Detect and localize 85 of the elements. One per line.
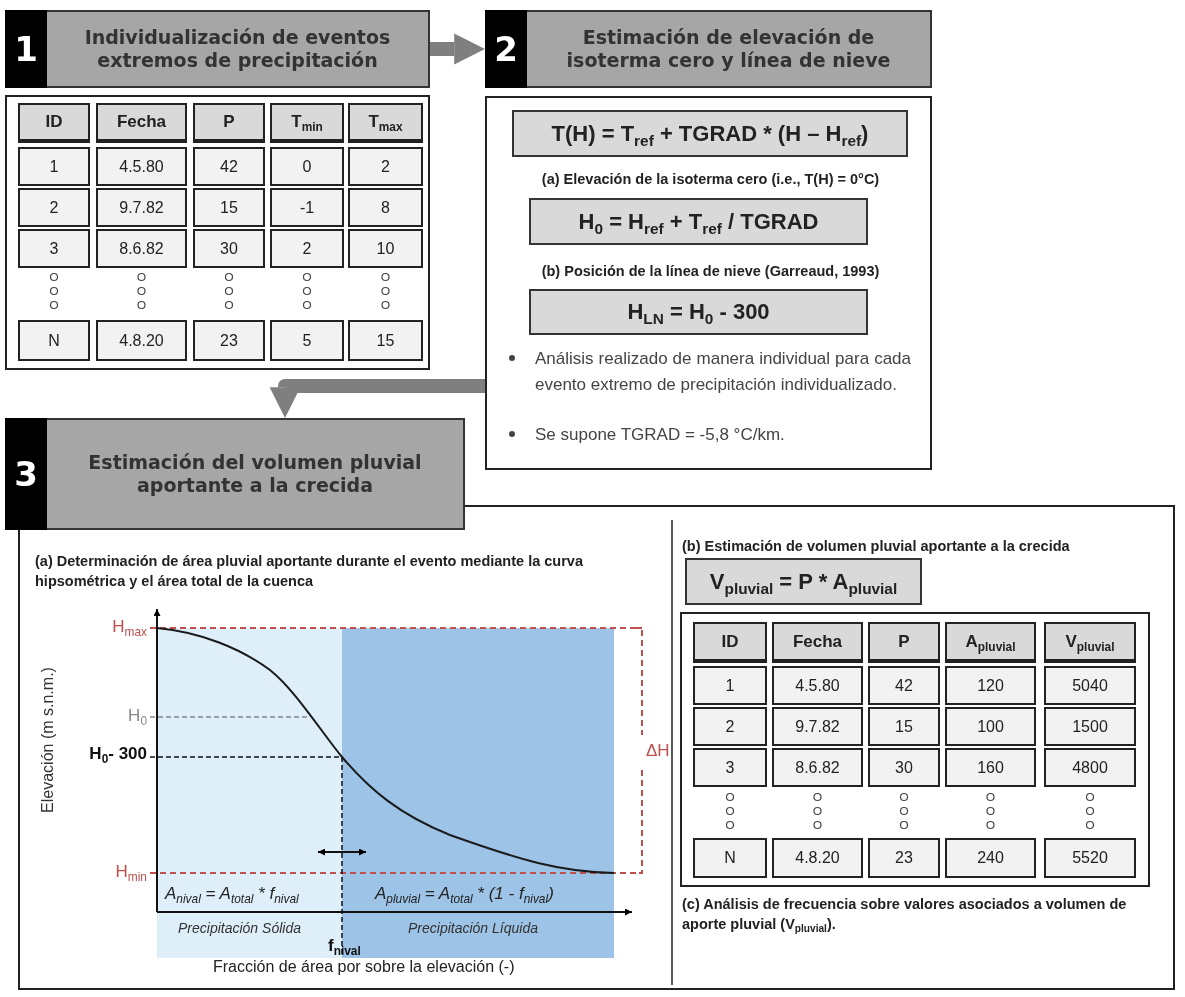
table-cell: 3 (18, 229, 90, 268)
column-header: T$_{min}$ (270, 103, 344, 143)
column-header: P (193, 103, 265, 143)
table-cell: 15 (193, 188, 265, 227)
table-cell: 1 (693, 666, 767, 705)
column-header: Fecha (772, 622, 863, 663)
step-header-bar (5, 10, 430, 88)
table-cell: 2 (693, 707, 767, 746)
bullet-text: Se supone TGRAD = -5,8 °C/km. (535, 424, 786, 446)
column-header: ID (18, 103, 90, 143)
table-cell: 9.7.82 (96, 188, 187, 227)
flow-arrow (430, 33, 485, 65)
column-header: V$_{pluvial}$ (1044, 622, 1136, 663)
chart-label: Precipitación Líquida (408, 920, 538, 936)
table-cell: 4.8.20 (96, 320, 187, 361)
chart-label: f$_{nival}$ (328, 936, 361, 956)
table-cell: 23 (193, 320, 265, 361)
table-cell: 120 (945, 666, 1036, 705)
table-cell: 5 (270, 320, 344, 361)
step-number-badge: 2 (485, 10, 527, 88)
table-cell: 160 (945, 748, 1036, 787)
column-header: T$_{max}$ (348, 103, 423, 143)
table-cell: 4.8.20 (772, 838, 863, 878)
step-header-bar (5, 418, 465, 530)
table-cell: 1 (18, 147, 90, 186)
step-header-bar (485, 10, 932, 88)
column-header: Fecha (96, 103, 187, 143)
formula-box: H$_{LN}$ = H$_{0}$ - 300 (529, 289, 868, 335)
column-header: P (868, 622, 940, 663)
step-title: Estimación de elevación de isoterma cero y línea de nieve (565, 26, 892, 72)
table-cell: 1500 (1044, 707, 1136, 746)
section-heading: (a) Determinación de área pluvial aportante durante el evento mediante la curva hipsométrica y el área total de la cuenca (35, 552, 584, 591)
table-cell: 2 (270, 229, 344, 268)
section-heading: (b) Posición de la línea de nieve (Garreaud, 1993) (540, 262, 881, 281)
chart-label: Elevación (m s.n.m.) (39, 667, 57, 813)
table-cell: N (18, 320, 90, 361)
chart-label: A$_{nival}$ = A$_{total}$ * f$_{nival}$ (165, 884, 299, 904)
table-cell: -1 (270, 188, 344, 227)
table-cell: 15 (868, 707, 940, 746)
table-cell: 4800 (1044, 748, 1136, 787)
table-cell: 8 (348, 188, 423, 227)
chart-label: Fracción de área por sobre la elevación (-) (213, 958, 515, 976)
chart-label: A$_{pluvial}$ = A$_{total}$ * (1 - f$_{nival}$) (375, 884, 554, 904)
table-cell: N (693, 838, 767, 878)
table-cell: 5040 (1044, 666, 1136, 705)
table-cell: 42 (193, 147, 265, 186)
table-cell: 100 (945, 707, 1036, 746)
table-cell: 8.6.82 (772, 748, 863, 787)
table-cell: 9.7.82 (772, 707, 863, 746)
table-cell: 240 (945, 838, 1036, 878)
section-heading: (c) Análisis de frecuencia sobre valores asociados a volumen de aporte pluvial (V$_{pluvial}$). (682, 895, 1128, 935)
table-cell: 8.6.82 (96, 229, 187, 268)
step-number-badge: 1 (5, 10, 47, 88)
formula-box: V$_{pluvial}$ = P * A$_{pluvial}$ (685, 558, 922, 605)
table-cell: 15 (348, 320, 423, 361)
chart-label: H$_{0}$- 300 (89, 744, 147, 764)
panel-frame (485, 96, 932, 470)
step-title: Estimación del volumen pluvial aportante a la crecida (87, 451, 423, 497)
column-header: A$_{pluvial}$ (945, 622, 1036, 663)
table-cell: 4.5.80 (772, 666, 863, 705)
chart-label: Precipitación Sólida (178, 920, 301, 936)
step-title: Individualización de eventos extremos de precipitación (83, 26, 392, 72)
bullet-text: Análisis realizado de manera individual para cada evento extremo de precipitación individualizado. (535, 348, 911, 396)
table-cell: 5520 (1044, 838, 1136, 878)
column-header: ID (693, 622, 767, 663)
section-heading: (a) Elevación de la isoterma cero (i.e., T(H) = 0°C) (540, 170, 881, 189)
formula-box: T(H) = T$_{ref}$ + TGRAD * (H – H$_{ref}$) (512, 110, 908, 157)
formula-box: H$_{0}$ = H$_{ref}$ + T$_{ref}$ / TGRAD (529, 198, 868, 245)
table-cell: 23 (868, 838, 940, 878)
table-cell: 2 (348, 147, 423, 186)
chart-label: ΔH (646, 741, 670, 761)
table-cell: 30 (868, 748, 940, 787)
table-cell: 4.5.80 (96, 147, 187, 186)
table-cell: 3 (693, 748, 767, 787)
step-number-badge: 3 (5, 418, 47, 530)
table-cell: 42 (868, 666, 940, 705)
table-cell: 10 (348, 229, 423, 268)
chart-label: H$_{max}$ (112, 617, 147, 637)
flow-arrow (269, 379, 485, 418)
section-heading: (b) Estimación de volumen pluvial aportante a la crecida (682, 537, 1071, 556)
chart-label: H$_{min}$ (115, 862, 147, 882)
table-cell: 30 (193, 229, 265, 268)
chart-label: H$_{0}$ (128, 706, 147, 726)
table-cell: 0 (270, 147, 344, 186)
table-cell: 2 (18, 188, 90, 227)
